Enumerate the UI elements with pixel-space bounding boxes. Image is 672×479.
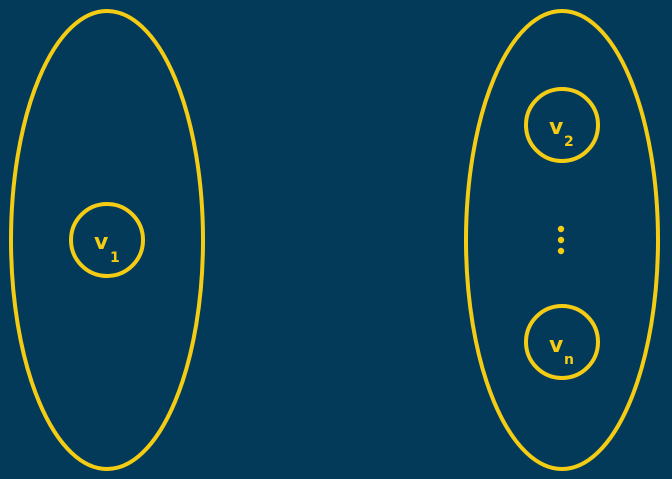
node-v1-circle <box>69 202 145 278</box>
left-group: v 1 <box>9 9 205 471</box>
right-group-ellipse <box>464 9 660 471</box>
node-v1-label: v <box>94 230 109 255</box>
vertical-ellipsis: ⋮ <box>557 225 565 255</box>
node-v2-circle <box>524 87 600 163</box>
node-vn-label: v <box>549 333 564 358</box>
node-v2-label: v <box>549 115 564 140</box>
node-v1-subscript: 1 <box>110 250 120 266</box>
left-group-ellipse <box>9 9 205 471</box>
ellipsis-dot-bottom <box>557 247 565 255</box>
node-vn-circle <box>524 304 600 380</box>
node-vn: v n <box>524 304 600 380</box>
node-v2-subscript: 2 <box>564 134 574 150</box>
node-vn-subscript: n <box>564 352 574 368</box>
node-v1: v 1 <box>69 202 145 278</box>
ellipsis-dot-middle <box>557 236 565 244</box>
right-group: v 2 ⋮ v n <box>464 9 660 471</box>
ellipsis-dot-top <box>557 225 565 233</box>
node-v2: v 2 <box>524 87 600 163</box>
